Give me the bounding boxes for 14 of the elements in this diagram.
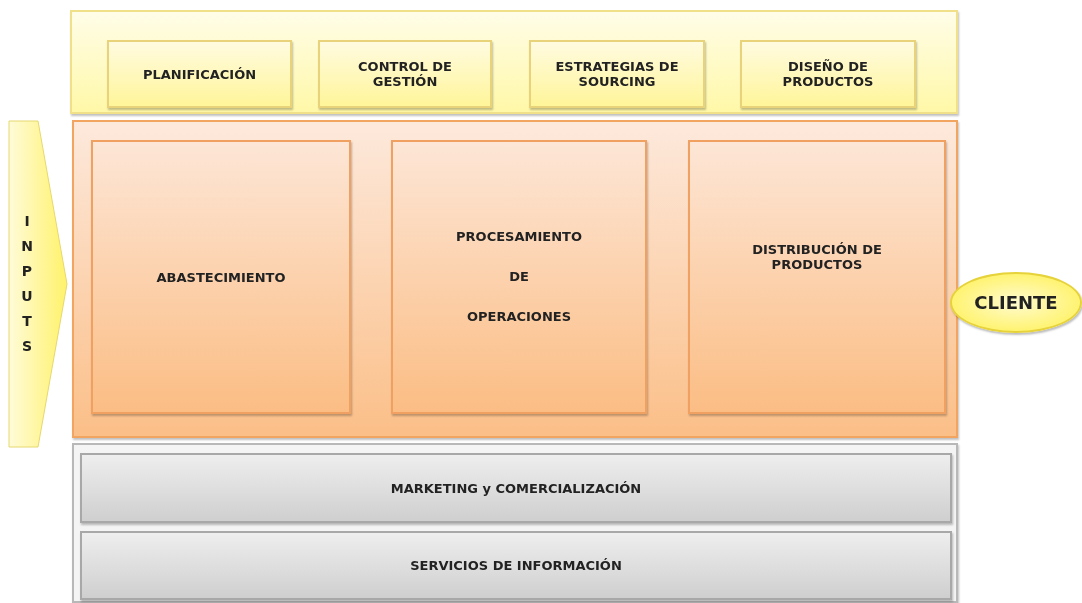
process-box: DISEÑO DE PRODUCTOS (740, 40, 916, 108)
process-box: CONTROL DE GESTIÓN (318, 40, 492, 108)
panel-band (72, 120, 958, 438)
client-ellipse: CLIENTE (950, 272, 1082, 333)
process-box: DISTRIBUCIÓN DE PRODUCTOS (688, 140, 946, 414)
process-box: PLANIFICACIÓN (107, 40, 292, 108)
process-box: MARKETING y COMERCIALIZACIÓN (80, 453, 952, 523)
process-box: ABASTECIMIENTO (91, 140, 351, 414)
panel-band (72, 443, 958, 603)
process-box: ESTRATEGIAS DE SOURCING (529, 40, 705, 108)
panel-band (70, 10, 958, 114)
process-box: PROCESAMIENTO DE OPERACIONES (391, 140, 647, 414)
process-box: SERVICIOS DE INFORMACIÓN (80, 531, 952, 600)
vertical-label: INPUTS (20, 212, 34, 356)
